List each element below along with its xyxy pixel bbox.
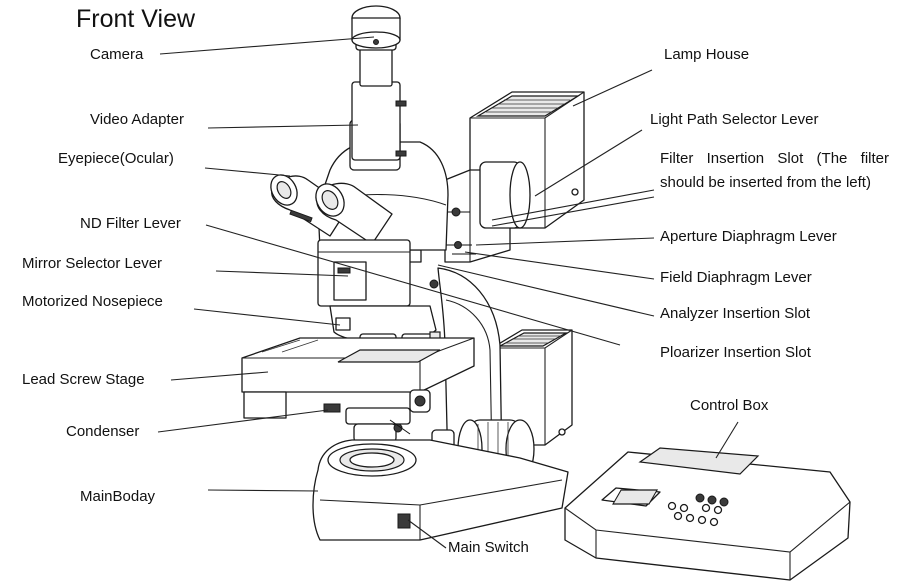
label-analyzer-insertion-slot: Analyzer Insertion Slot: [660, 305, 811, 322]
label-condenser: Condenser: [66, 423, 140, 440]
label-field-diaphragm-lever: Field Diaphragm Lever: [660, 269, 812, 286]
label-camera: Camera: [90, 46, 144, 63]
label-eyepiece: Eyepiece(Ocular): [58, 150, 174, 167]
reflector-housing: [317, 239, 411, 307]
label-main-switch: Main Switch: [448, 539, 529, 556]
label-control-box: Control Box: [690, 397, 769, 414]
label-light-path-selector-lever: Light Path Selector Lever: [650, 111, 819, 128]
label-aperture-diaphragm-lever: Aperture Diaphragm Lever: [660, 228, 837, 245]
label-nd-filter-lever: ND Filter Lever: [80, 215, 181, 232]
label-lead-screw-stage: Lead Screw Stage: [22, 371, 145, 388]
control-box: [564, 447, 851, 581]
diagram-title: Front View: [76, 5, 196, 33]
condenser: [345, 407, 411, 443]
label-lamp-house: Lamp House: [664, 46, 750, 63]
label-motorized-nosepiece: Motorized Nosepiece: [22, 293, 163, 310]
label-filter-insertion-slot: Filter Insertion Slot (The filter should…: [660, 150, 889, 191]
main-body-base: [312, 439, 569, 541]
label-video-adapter: Video Adapter: [90, 111, 184, 128]
leader-lines: [157, 36, 739, 549]
illuminator-block: [404, 161, 531, 289]
eyepieces: [270, 174, 393, 245]
label-polarizer-insertion-slot: Ploarizer Insertion Slot: [660, 344, 811, 361]
lead-screw-stage: [241, 337, 475, 419]
label-mirror-selector-lever: Mirror Selector Lever: [22, 255, 163, 272]
label-main-body: MainBoday: [80, 488, 156, 505]
